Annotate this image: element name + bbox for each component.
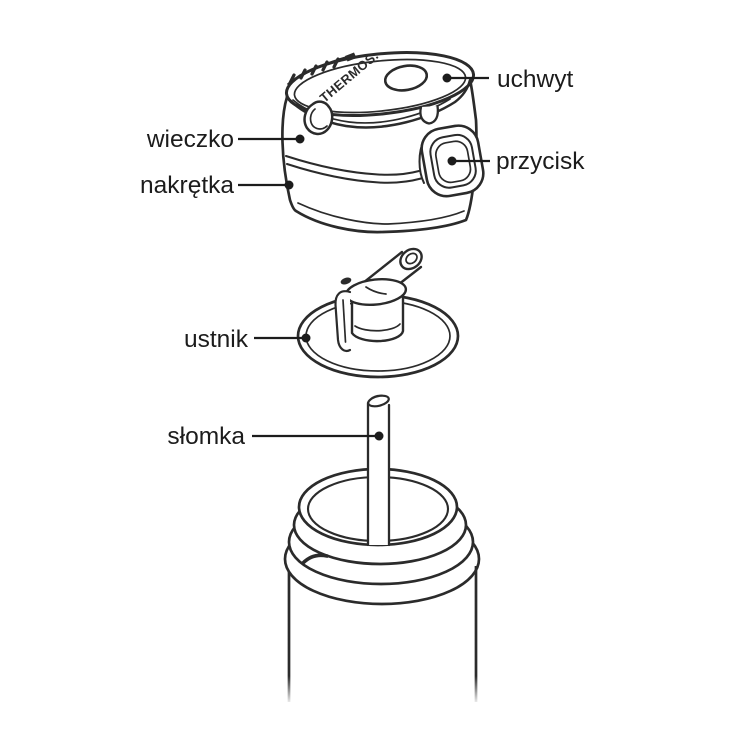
mouthpiece-drawing <box>296 247 460 379</box>
cap-band-upper <box>285 155 420 176</box>
cap-bottom-inner-rim <box>297 202 465 225</box>
leader-dot-ustnik <box>301 333 311 343</box>
straw-opening-inner <box>370 394 383 400</box>
button-ring-middle <box>429 133 477 189</box>
label-wieczko: wieczko <box>146 126 234 153</box>
leader-dot-uchwyt <box>442 73 452 83</box>
label-slomka: słomka <box>167 423 245 450</box>
leader-dot-slomka <box>374 431 384 441</box>
hinge-hatching <box>287 52 357 85</box>
hinge-block <box>345 52 357 62</box>
straw-fill <box>368 401 389 545</box>
straw-drawing <box>366 394 391 547</box>
label-nakretka: nakrętka <box>140 172 234 199</box>
latch-loop <box>303 100 334 136</box>
leader-dot-wieczko <box>295 134 305 144</box>
leader-lines <box>238 73 490 441</box>
cap-band-lower <box>286 163 422 184</box>
rim-tab-right <box>419 104 440 125</box>
cylinder-bottom-rim <box>354 323 401 332</box>
spout-tip-inner <box>405 252 418 265</box>
flange-inner-line <box>365 286 387 295</box>
latch-loop-inner <box>309 108 328 130</box>
thread-highlight <box>301 553 329 565</box>
button-ring-inner <box>434 140 472 184</box>
spout-edge-left <box>361 250 404 285</box>
clip-lever <box>334 290 352 353</box>
leader-dot-przycisk <box>447 156 457 166</box>
clip-pivot-dot <box>340 277 352 285</box>
clip-lever-inner <box>342 299 347 343</box>
cap-assembly-drawing: THERMOS. <box>281 48 485 234</box>
label-uchwyt: uchwyt <box>497 66 573 93</box>
label-ustnik: ustnik <box>184 326 249 353</box>
leader-dot-nakretka <box>284 180 294 190</box>
handle-opening <box>383 64 429 92</box>
part-labels: uchwyt wieczko nakrętka przycisk ustnik … <box>140 66 585 450</box>
label-przycisk: przycisk <box>496 148 585 175</box>
